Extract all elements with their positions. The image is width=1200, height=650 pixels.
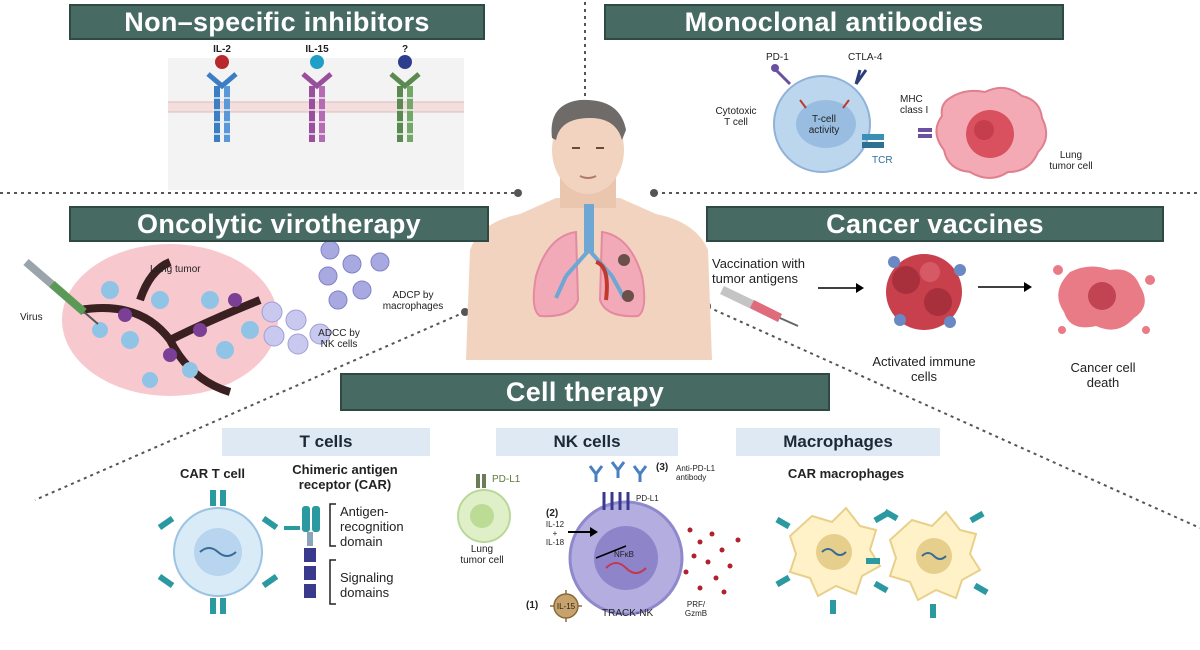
car-macrophage-1 [775,506,889,614]
subheader-nk-cells: NK cells [496,428,678,456]
banner-oncolytic-virotherapy: Oncolytic virotherapy [69,206,489,242]
label-step2: (2) [546,508,559,519]
label-activated-immune-cells: Activated immune cells [872,354,976,384]
label-antigen-recognition-domain: Antigen- recognition domain [340,504,404,549]
car-t-cell [157,490,279,614]
receptor-il15 [301,55,333,142]
cytotoxic-t-cell [771,64,884,173]
pdl1-tumor-cell [457,474,511,543]
label-lung-tumor: Lung tumor [150,264,201,275]
label-virus: Virus [20,312,43,323]
banner-non-specific-inhibitors: Non–specific inhibitors [69,4,485,40]
receptor-unknown [389,55,421,142]
subheader-t-cells: T cells [222,428,430,456]
label-lung-tumor-cell-mab: Lung tumor cell [1049,150,1093,172]
activated-immune-cells [886,254,966,330]
label-track-nk: TRACK-NK [602,608,654,619]
label-cancer-cell-death: Cancer cell death [1070,360,1136,390]
label-il12-il18: IL-12 + IL-18 [545,520,565,547]
label-tcell-activity: T-cell activity [808,114,840,136]
receptor-il2 [206,55,238,142]
label-car: Chimeric antigen receptor (CAR) [292,462,398,492]
label-ctla4: CTLA-4 [848,52,883,63]
label-pdl1-tumor: PD-L1 [492,474,521,485]
prf-granules [683,527,741,595]
label-vaccination: Vaccination with tumor antigens [712,256,805,286]
label-nfkb: NFκB [614,550,634,559]
label-cytotoxic-t-cell: Cytotoxic T cell [715,106,757,128]
il15-particle [550,590,582,622]
label-anti-pdl1-antibody: Anti-PD-L1 antibody [676,464,716,482]
divider-lines [0,2,1200,529]
label-adcp: ADCP by macrophages [382,290,444,312]
banner-monoclonal-antibodies: Monoclonal antibodies [604,4,1064,40]
label-car-t-cell: CAR T cell [180,466,246,481]
label-tcr: TCR [872,155,893,166]
dead-cancer-cell [1053,265,1155,334]
subheader-macrophages: Macrophages [736,428,940,456]
label-prf-gzmb: PRF/ GzmB [684,600,708,618]
label-step3: (3) [656,462,669,473]
virus-syringe [23,258,99,325]
label-lung-tumor-cell-nk: Lung tumor cell [460,544,504,566]
immune-cells-oncolytic [261,240,390,355]
label-mhc-class-i: MHC class I [900,94,929,116]
arrow-head-1 [856,283,864,293]
human-figure [466,99,712,360]
vaccine-syringe [720,285,799,327]
anti-pdl1-antibodies [588,461,648,482]
label-car-macrophages: CAR macrophages [787,466,905,481]
car-construct [284,503,336,605]
arrow-head-2 [1024,282,1032,292]
il12-arrow [568,527,598,537]
track-nk-cell [568,492,684,616]
label-il2: IL-2 [213,44,231,55]
label-il15: IL-15 [305,44,329,55]
label-unknown: ? [401,44,409,55]
label-step1: (1) [526,600,539,611]
banner-cancer-vaccines: Cancer vaccines [706,206,1164,242]
label-pdl1-nk: PD-L1 [636,494,659,503]
label-il15-particle: IL-15 [556,602,576,611]
oncolytic-tumor [62,244,278,396]
label-adcc: ADCC by NK cells [318,328,360,350]
label-signaling-domains: Signaling domains [340,570,394,600]
banner-cell-therapy: Cell therapy [340,373,830,411]
car-macrophage-2 [866,508,989,618]
label-pd1: PD-1 [766,52,789,63]
lung-tumor-cell-mab [918,86,1048,179]
